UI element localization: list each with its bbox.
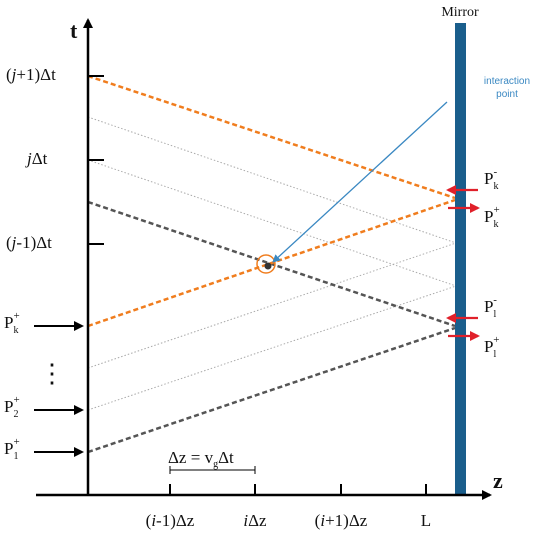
input-label-pk: Pk+ — [4, 310, 20, 336]
mirror-label-pk-plus: Pk+ — [484, 204, 500, 230]
annotation-label-line2: point — [496, 89, 518, 100]
mirror-label-pl-plus: Pl+ — [484, 334, 499, 360]
grey-line — [87, 285, 457, 411]
mirror-arrows — [446, 185, 480, 341]
time-tick-label-j-minus-1: (j-1)Δt — [6, 233, 52, 252]
mirror-bar — [455, 23, 466, 495]
mirror-label-pl-minus: Pl- — [484, 294, 497, 320]
input-ellipsis: ⋮ — [39, 359, 65, 388]
dark-dashed-lines — [87, 200, 456, 454]
space-tick-label-i: iΔz — [243, 511, 267, 530]
mirror-label-pk-minus: Pk- — [484, 166, 498, 192]
space-tick-label-L: L — [421, 511, 431, 530]
input-label-p2: P2+ — [4, 394, 20, 420]
interaction-point-circle — [256, 254, 276, 274]
t-axis-label: t — [70, 18, 78, 43]
annotation-label-line1: interaction — [484, 76, 530, 87]
z-axis-label: z — [493, 468, 503, 493]
space-ticks — [169, 484, 427, 495]
time-tick-label-j-plus-1: (j+1)Δt — [6, 65, 56, 84]
input-label-p1: P1+ — [4, 436, 20, 462]
space-tick-label-i-minus-1: (i-1)Δz — [146, 511, 195, 530]
time-tick-label-j: jΔt — [25, 149, 48, 168]
orange-line-rising — [87, 198, 456, 328]
interaction-point-dot — [264, 262, 272, 270]
time-ticks — [88, 75, 104, 245]
input-arrows — [34, 321, 84, 457]
dz-label: Δz = vgΔt — [168, 448, 234, 470]
dark-line-rising — [87, 326, 456, 454]
orange-dashed-lines — [87, 74, 456, 328]
space-tick-label-i-plus-1: (i+1)Δz — [315, 511, 368, 530]
mirror-label: Mirror — [441, 5, 479, 20]
annotation-arrow — [272, 101, 448, 263]
orange-line-falling — [87, 74, 456, 200]
